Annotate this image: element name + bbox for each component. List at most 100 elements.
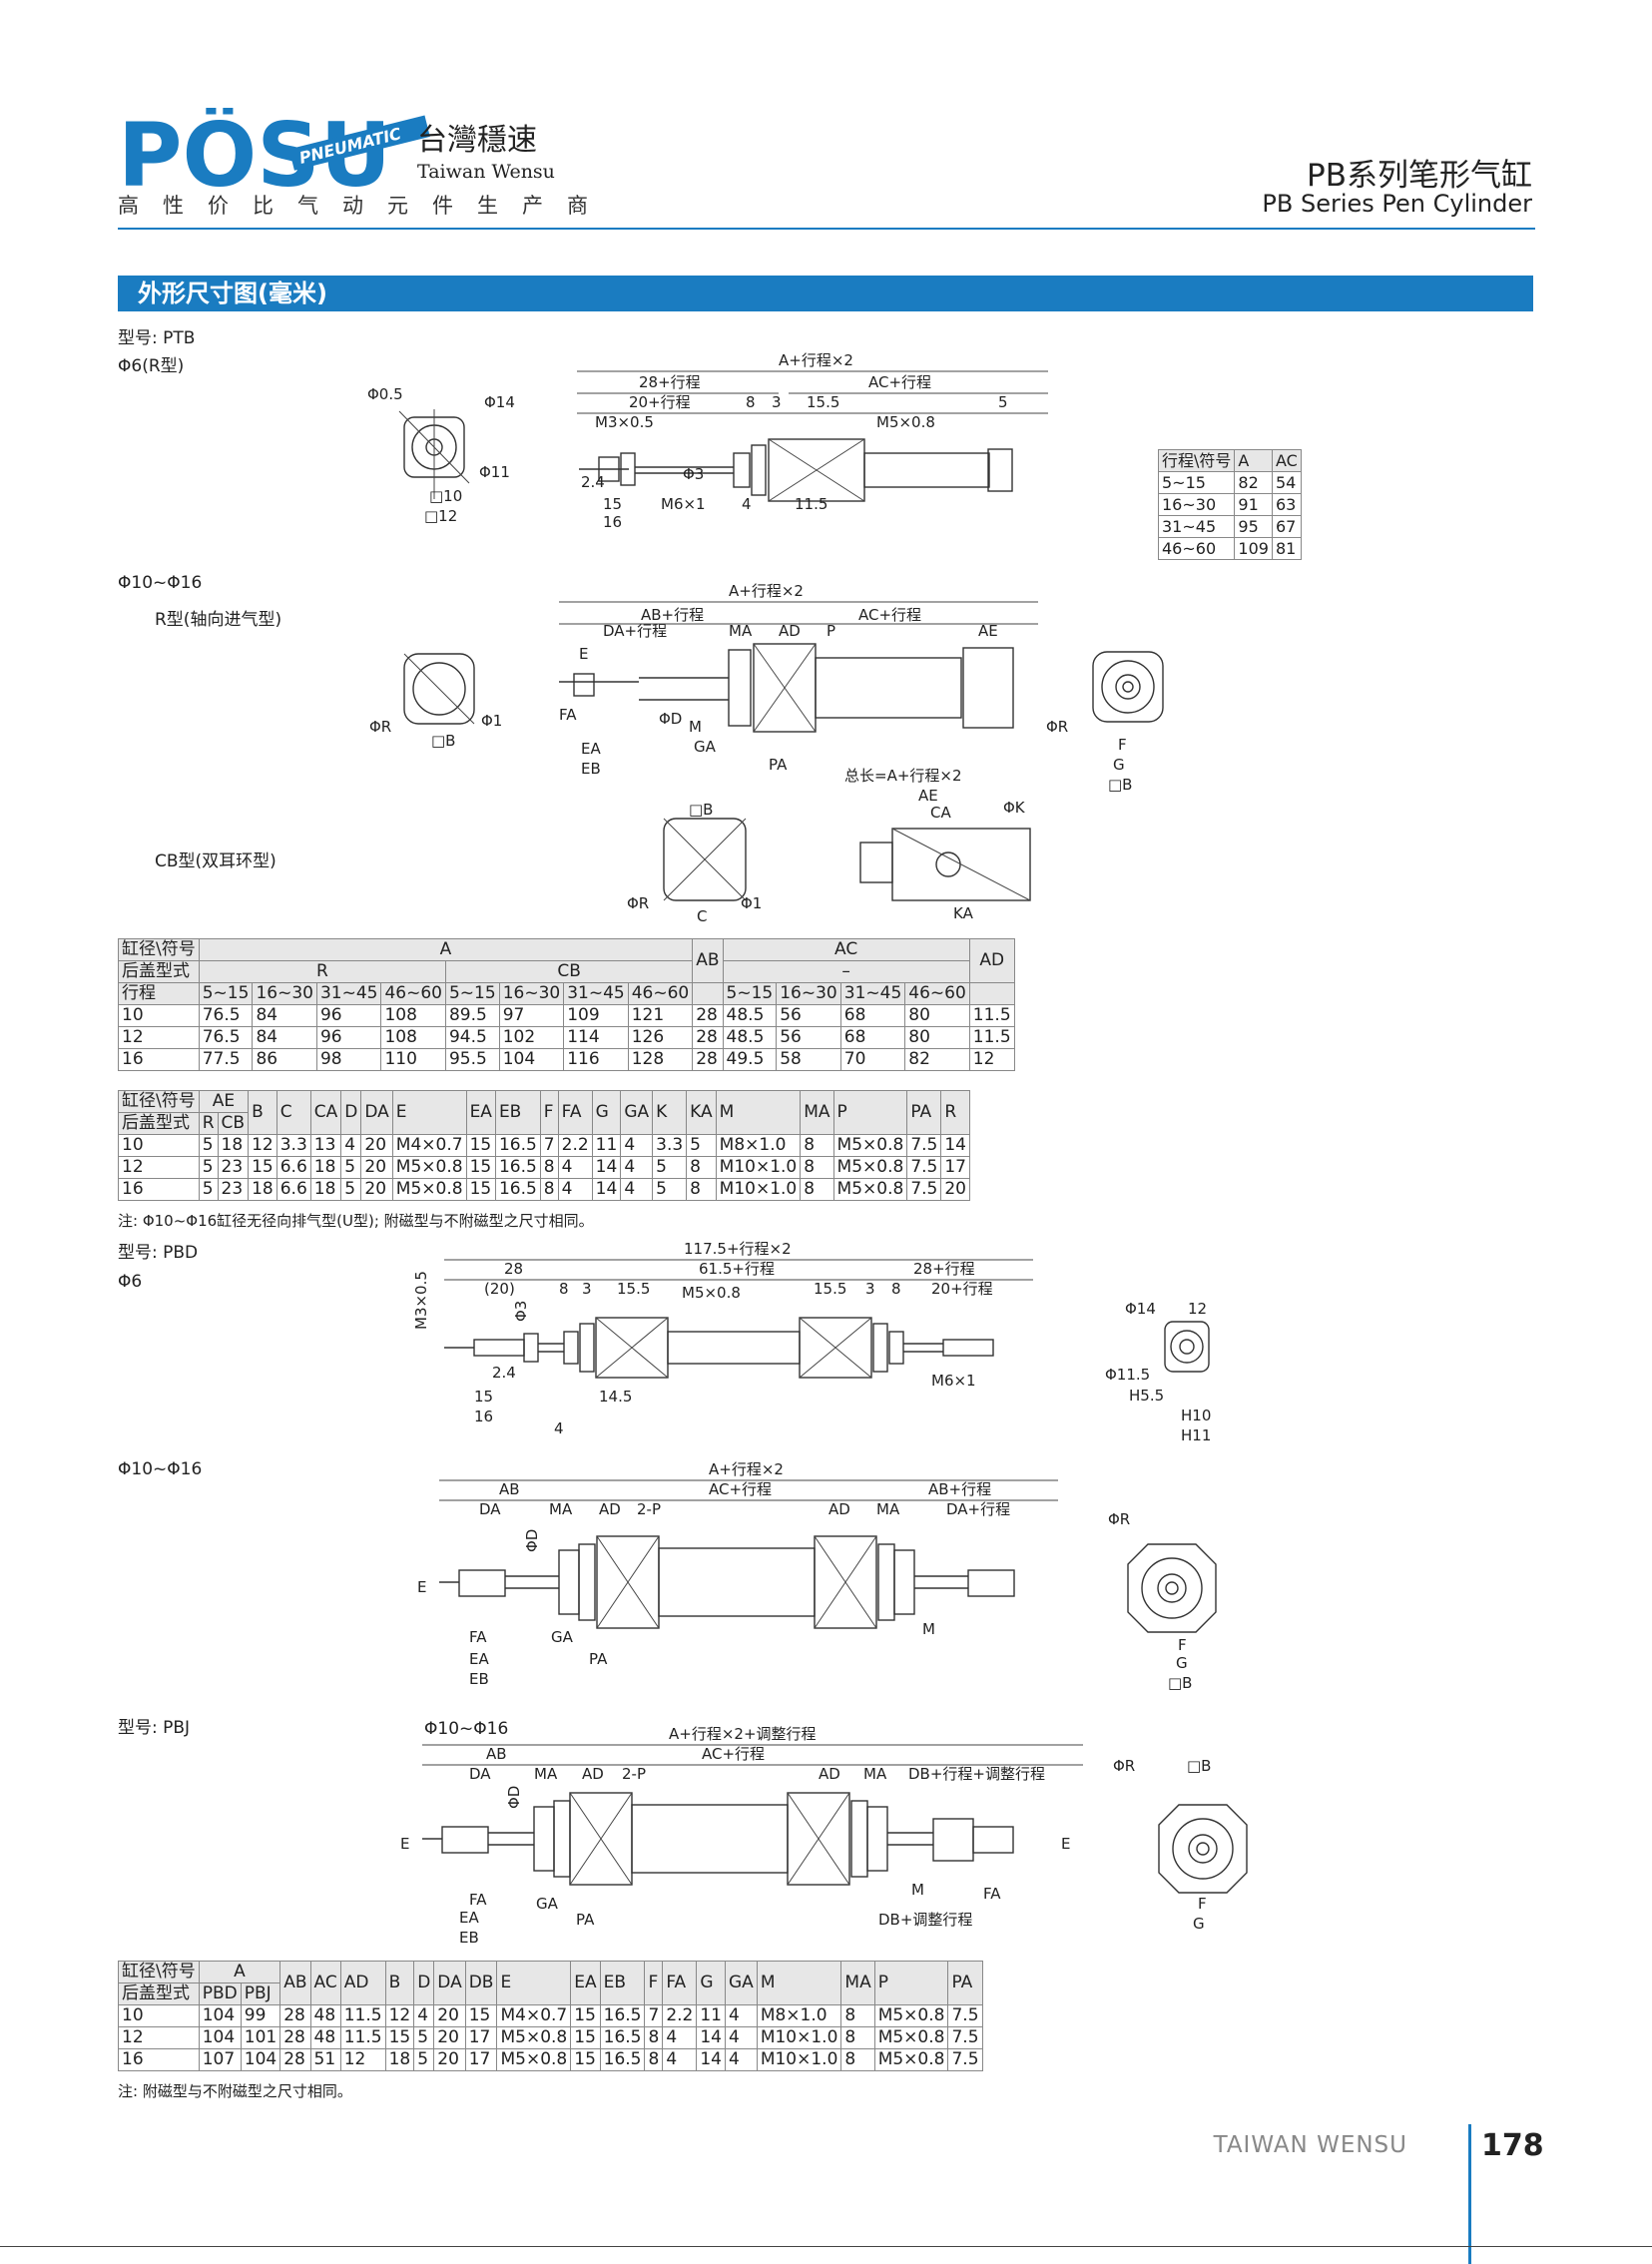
svg-text:AB: AB [499, 1480, 520, 1498]
svg-text:4: 4 [554, 1419, 564, 1437]
svg-text:16: 16 [474, 1408, 493, 1425]
svg-text:28+行程: 28+行程 [639, 373, 701, 391]
svg-text:4: 4 [742, 495, 752, 513]
svg-text:ΦR: ΦR [1113, 1757, 1135, 1775]
svg-text:□B: □B [431, 732, 455, 750]
pbd-phi10-16-drawing: A+行程×2 AB AC+行程 AB+行程 DA MA AD 2-P AD MA… [417, 1460, 1217, 1692]
svg-text:GA: GA [694, 738, 717, 756]
svg-text:M: M [911, 1881, 924, 1899]
svg-text:AB+行程: AB+行程 [641, 606, 704, 624]
svg-text:Φ3: Φ3 [683, 465, 704, 483]
svg-text:28+行程: 28+行程 [913, 1260, 975, 1278]
svg-text:EB: EB [469, 1670, 489, 1688]
svg-text:AC+行程: AC+行程 [868, 373, 931, 391]
svg-text:EB: EB [581, 760, 601, 778]
svg-text:E: E [400, 1835, 409, 1853]
svg-text:A+行程×2: A+行程×2 [709, 1460, 784, 1478]
svg-text:FA: FA [559, 706, 577, 724]
svg-text:117.5+行程×2: 117.5+行程×2 [684, 1240, 792, 1258]
series-title-cn: PB系列笔形气缸 [1307, 158, 1532, 194]
svg-text:P: P [826, 622, 835, 640]
svg-text:MA: MA [729, 622, 753, 640]
svg-text:15.5: 15.5 [617, 1280, 650, 1298]
svg-text:□B: □B [1187, 1757, 1211, 1775]
svg-text:G: G [1113, 756, 1125, 774]
svg-text:EA: EA [581, 740, 601, 758]
svg-text:16: 16 [603, 513, 622, 531]
svg-text:ΦR: ΦR [1108, 1510, 1130, 1528]
svg-text:E: E [1061, 1835, 1070, 1853]
svg-text:Φ14: Φ14 [484, 393, 515, 411]
brand-cn: 台灣穩速 [417, 123, 537, 158]
svg-text:15: 15 [603, 495, 622, 513]
svg-text:ΦR: ΦR [1046, 718, 1068, 736]
svg-text:DB+行程+调整行程: DB+行程+调整行程 [908, 1765, 1045, 1783]
svg-text:A+行程×2: A+行程×2 [729, 582, 804, 600]
svg-text:MA: MA [863, 1765, 887, 1783]
section-title: 外形尺寸图(毫米) [118, 276, 1533, 311]
svg-text:AC+行程: AC+行程 [702, 1745, 765, 1763]
ptb-model-label: 型号: PTB [118, 328, 196, 348]
svg-text:PA: PA [769, 756, 788, 774]
svg-text:AC+行程: AC+行程 [858, 606, 921, 624]
svg-text:15: 15 [474, 1388, 493, 1406]
svg-text:DA+行程: DA+行程 [603, 622, 667, 640]
svg-text:Φ1: Φ1 [741, 894, 762, 912]
page-number: 178 [1481, 2128, 1544, 2163]
svg-text:Φ0.5: Φ0.5 [367, 385, 403, 403]
svg-text:3: 3 [772, 393, 782, 411]
svg-text:□B: □B [1168, 1674, 1192, 1692]
svg-text:A+行程×2: A+行程×2 [779, 351, 853, 369]
svg-text:20+行程: 20+行程 [629, 393, 691, 411]
svg-text:AC+行程: AC+行程 [709, 1480, 772, 1498]
svg-text:AD: AD [582, 1765, 604, 1783]
svg-text:F: F [1178, 1636, 1187, 1654]
svg-text:8: 8 [746, 393, 756, 411]
svg-text:MA: MA [534, 1765, 558, 1783]
svg-text:M: M [922, 1620, 935, 1638]
svg-text:EB: EB [459, 1929, 479, 1947]
svg-text:DA+行程: DA+行程 [946, 1500, 1010, 1518]
svg-text:ΦR: ΦR [627, 894, 649, 912]
svg-text:5: 5 [998, 393, 1008, 411]
svg-text:Φ11.5: Φ11.5 [1105, 1366, 1150, 1384]
brand-en: Taiwan Wensu [417, 161, 555, 183]
svg-text:DB+调整行程: DB+调整行程 [878, 1911, 972, 1929]
svg-text:2.4: 2.4 [581, 473, 605, 491]
brand-logo: PÖSU PNEUMATIC 台灣穩速 Taiwan Wensu [118, 104, 577, 208]
svg-text:ΦD: ΦD [505, 1786, 523, 1809]
pbj-phi10-16-label: Φ10~Φ16 [424, 1719, 509, 1739]
svg-text:3: 3 [865, 1280, 875, 1298]
svg-text:□10: □10 [429, 487, 462, 505]
svg-text:DA: DA [479, 1500, 501, 1518]
svg-text:M6×1: M6×1 [931, 1372, 976, 1390]
pbj-drawing: A+行程×2+调整行程 AB AC+行程 DA MA AD 2-P AD MA … [400, 1725, 1248, 1947]
svg-text:FA: FA [469, 1628, 487, 1646]
svg-text:M5×0.8: M5×0.8 [876, 413, 935, 431]
svg-text:G: G [1176, 1654, 1188, 1672]
svg-text:FA: FA [983, 1885, 1001, 1903]
svg-text:M: M [689, 718, 702, 736]
ptb-r-type-drawing: ΦR Φ1 □B A+行程×2 AB+行程 AC+行程 DA+行程 MA AD … [369, 582, 1164, 794]
svg-text:61.5+行程: 61.5+行程 [699, 1260, 775, 1278]
pbd-phi6-label: Φ6 [118, 1272, 143, 1292]
svg-text:□12: □12 [424, 507, 457, 525]
svg-text:AD: AD [828, 1500, 850, 1518]
svg-text:MA: MA [876, 1500, 900, 1518]
svg-text:H5.5: H5.5 [1129, 1387, 1164, 1405]
svg-text:E: E [417, 1578, 426, 1596]
svg-text:AE: AE [978, 622, 998, 640]
svg-text:8: 8 [559, 1280, 569, 1298]
svg-text:CA: CA [930, 804, 951, 822]
svg-text:(20): (20) [484, 1280, 515, 1298]
